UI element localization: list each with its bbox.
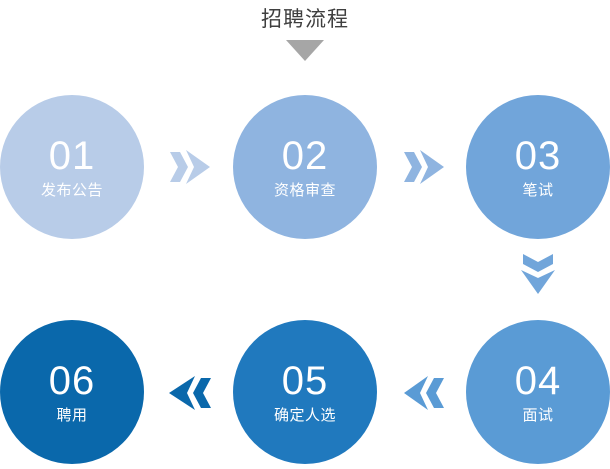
step-label: 面试 (522, 406, 554, 424)
step-number: 02 (281, 133, 329, 178)
triangle-down-icon (286, 40, 324, 61)
process-step-06[interactable]: 06 聘用 (0, 320, 144, 464)
arrow-down-icon (513, 250, 563, 298)
diagram-title-block: 招聘流程 (0, 6, 610, 61)
process-step-04[interactable]: 04 面试 (466, 320, 610, 464)
step-number: 03 (514, 133, 562, 178)
arrow-right-icon (400, 142, 448, 192)
step-number: 06 (48, 358, 96, 403)
arrow-right-icon (166, 142, 214, 192)
step-label: 笔试 (522, 181, 554, 199)
process-step-01[interactable]: 01 发布公告 (0, 95, 144, 239)
process-step-03[interactable]: 03 笔试 (466, 95, 610, 239)
arrow-left-icon (163, 367, 215, 419)
step-label: 确定人选 (273, 406, 336, 424)
process-step-05[interactable]: 05 确定人选 (233, 320, 377, 464)
page-title: 招聘流程 (261, 8, 349, 31)
step-label: 聘用 (56, 406, 88, 424)
step-number: 05 (281, 358, 329, 403)
arrow-left-icon (398, 367, 448, 419)
step-number: 01 (48, 133, 96, 178)
step-number: 04 (514, 358, 562, 403)
step-label: 发布公告 (40, 181, 103, 199)
process-step-02[interactable]: 02 资格审查 (233, 95, 377, 239)
step-label: 资格审查 (273, 181, 336, 199)
